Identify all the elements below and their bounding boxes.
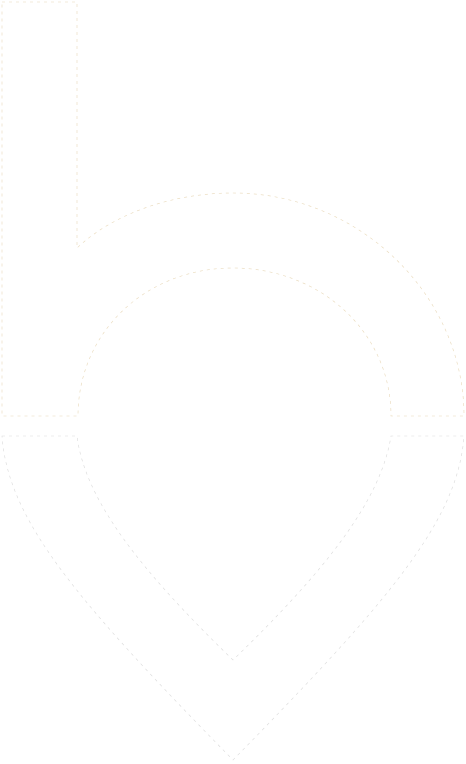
logo-upper-b-shape [1,1,465,417]
logo-lower-pin-shape [1,435,465,761]
